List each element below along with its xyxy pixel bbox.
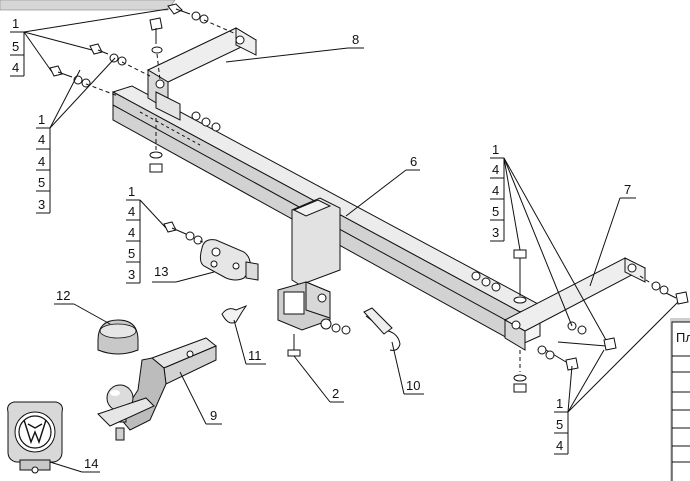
- hitch-pin: [363, 307, 401, 351]
- callout-4: 4: [12, 60, 19, 75]
- callout-5: 5: [38, 175, 45, 190]
- callout-1: 1: [12, 16, 19, 31]
- callout-stack-left-mid: 1 4 4 5 3: [36, 57, 116, 214]
- callout-stack-right-lower: 1 5 4: [554, 301, 679, 455]
- callout-3: 3: [492, 225, 499, 240]
- svg-text:11: 11: [248, 348, 262, 363]
- callout-3: 3: [128, 267, 135, 282]
- ball-cap: [97, 319, 139, 355]
- svg-text:7: 7: [624, 182, 631, 197]
- callout-3: 3: [38, 197, 45, 212]
- callout-stack-bracket: 1 4 4 5 3: [126, 184, 167, 284]
- left-bracket: [146, 27, 258, 121]
- callout-part-6: 6: [345, 154, 420, 217]
- callouts: 1 5 4 1 4 4 5 3: [10, 8, 679, 473]
- callout-4: 4: [492, 183, 499, 198]
- callout-stack-top-left: 1 5 4: [10, 8, 169, 77]
- callout-part-10: 10: [391, 341, 424, 395]
- callout-part-9: 9: [179, 371, 222, 425]
- table-header-fragment: Пл: [676, 330, 690, 345]
- spring-clip: [221, 304, 248, 324]
- callout-4: 4: [38, 132, 45, 147]
- svg-text:13: 13: [154, 264, 168, 279]
- callout-5: 5: [12, 39, 19, 54]
- vw-badge: [7, 401, 63, 474]
- svg-text:9: 9: [210, 408, 217, 423]
- callout-1: 1: [38, 112, 45, 127]
- svg-text:10: 10: [406, 378, 420, 393]
- callout-1: 1: [128, 184, 135, 199]
- svg-text:8: 8: [352, 32, 359, 47]
- hardware-set: [49, 3, 689, 393]
- svg-text:12: 12: [56, 288, 70, 303]
- callout-part-11: 11: [233, 319, 266, 365]
- svg-text:2: 2: [332, 386, 339, 401]
- callout-4: 4: [492, 162, 499, 177]
- parts-table-fragment: Пл: [670, 318, 690, 481]
- callout-1: 1: [492, 142, 499, 157]
- callout-5: 5: [128, 246, 135, 261]
- callout-part-12: 12: [54, 288, 111, 325]
- callout-5: 5: [556, 417, 563, 432]
- receiver-tube: [277, 197, 341, 331]
- callout-4: 4: [128, 225, 135, 240]
- svg-text:6: 6: [410, 154, 417, 169]
- callout-part-8: 8: [225, 32, 364, 63]
- callout-1: 1: [556, 396, 563, 411]
- header-strip: [0, 0, 176, 11]
- callout-stack-right-upper: 1 4 4 5 3: [490, 142, 607, 341]
- svg-text:14: 14: [84, 456, 98, 471]
- callout-4: 4: [128, 204, 135, 219]
- callout-4: 4: [556, 438, 563, 453]
- ball-mount: [97, 337, 217, 441]
- callout-part-7: 7: [589, 182, 636, 287]
- callout-4: 4: [38, 154, 45, 169]
- callout-part-14: 14: [49, 456, 100, 473]
- socket-bracket: [199, 239, 259, 281]
- callout-5: 5: [492, 204, 499, 219]
- callout-part-2: 2: [293, 355, 344, 403]
- callout-part-13: 13: [152, 264, 215, 283]
